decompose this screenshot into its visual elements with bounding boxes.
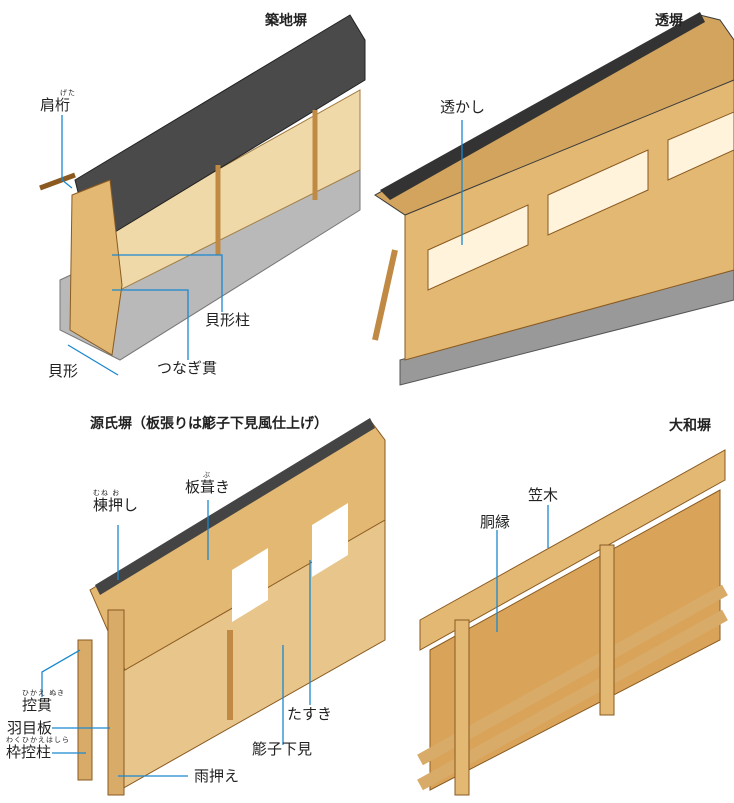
- label-sasarakoshitami: 簓子下見: [252, 740, 313, 758]
- yamato-bei-illustration: [417, 449, 728, 796]
- label-kasagi: 笠木: [528, 486, 559, 504]
- label-kaigata: 貝形: [48, 362, 79, 380]
- label-kaigatabashira: 貝形柱: [205, 311, 251, 329]
- label-itabuki-text: 板葺き: [185, 478, 231, 496]
- label-amaosae: 雨押え: [194, 767, 240, 785]
- title-genji-bei: 源氏塀（板張りは簓子下見風仕上げ）: [90, 416, 328, 432]
- label-hikaenuki: ひかえ ぬき控貫: [22, 690, 65, 713]
- title-tsuiji-bei: 築地塀: [265, 13, 307, 29]
- label-hikaenuki-text: 控貫: [22, 696, 53, 714]
- genji-bei-illustration: [77, 418, 386, 796]
- label-kageta-text: 肩桁: [40, 96, 71, 114]
- label-wakuhikaebashira-text: 枠控柱: [6, 743, 52, 761]
- label-hameita: 羽目板: [7, 719, 53, 737]
- label-munaoshi: むね お棟押し: [93, 490, 138, 513]
- label-itabuki: ぶ板葺き: [185, 472, 230, 495]
- label-tsunaginuki: つなぎ貫: [157, 359, 218, 377]
- tsuiji-bei-illustration: [39, 14, 366, 361]
- label-sukashi: 透かし: [440, 98, 486, 116]
- title-sukibei: 透塀: [655, 13, 683, 29]
- title-yamato-bei: 大和塀: [669, 418, 711, 434]
- sukibei-illustration: [372, 12, 734, 386]
- label-tasuki: たすき: [287, 705, 333, 723]
- label-dobuchi: 胴縁: [480, 513, 511, 531]
- ruby-kageta: げた: [60, 89, 76, 97]
- ruby-itabuki: ぶ: [203, 471, 211, 479]
- leader-lines: [41, 115, 549, 777]
- ruby-hikaenuki: ひかえ ぬき: [22, 689, 66, 697]
- ruby-munaoshi: むね お: [93, 489, 121, 497]
- label-kageta: げた肩桁: [40, 90, 76, 113]
- label-munaoshi-text: 棟押し: [93, 496, 139, 514]
- label-wakuhikaebashira: わくひかえはしら枠控柱: [6, 737, 70, 760]
- ruby-wakuhikaebashira: わくひかえはしら: [6, 736, 70, 744]
